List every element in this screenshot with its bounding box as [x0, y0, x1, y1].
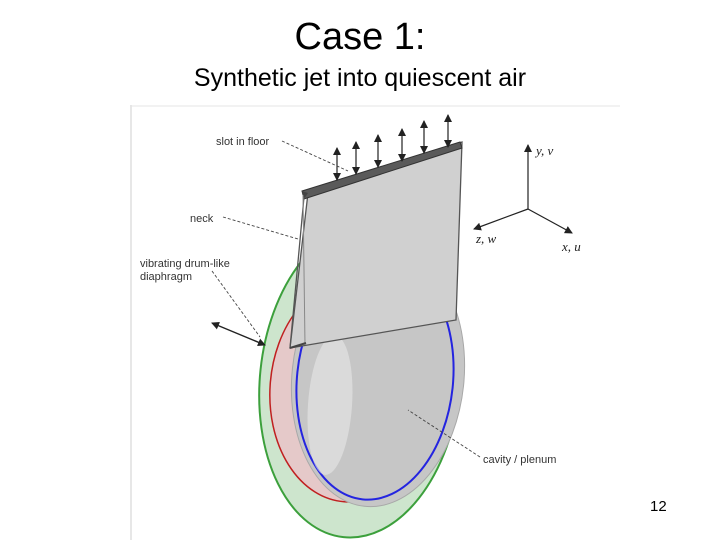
cavity-label: cavity / plenum — [483, 454, 556, 466]
page-number: 12 — [650, 498, 667, 515]
neck-leader-line — [222, 216, 299, 240]
slot-leader-line — [281, 140, 349, 172]
diaphragm-leader-line — [211, 270, 261, 338]
z-axis-label: z, w — [475, 231, 497, 246]
y-axis-label: y, v — [534, 143, 554, 158]
jet-arrows — [333, 114, 452, 181]
x-axis-arrow — [527, 208, 573, 234]
slide-title: Case 1: — [294, 16, 426, 58]
disc-highlight — [307, 335, 353, 475]
neck-left-inner-edge — [302, 194, 306, 346]
diaphragm-motion-arrow — [211, 321, 266, 347]
slide-subtitle: Synthetic jet into quiescent air — [193, 64, 527, 92]
diaphragm-label-line1: vibrating drum-like — [140, 258, 230, 270]
coordinate-axes — [473, 144, 573, 234]
synthetic-jet-diagram: slot in floor neck vibrating drum-like d… — [130, 105, 620, 540]
cavity-leader-line — [407, 409, 481, 458]
neck-bottom-edge — [289, 342, 307, 349]
neck-label: neck — [190, 213, 214, 225]
z-axis-arrow — [473, 208, 529, 231]
x-axis-label: x, u — [561, 239, 581, 254]
slot-label: slot in floor — [216, 136, 270, 148]
neck-left-edge — [289, 196, 305, 349]
diaphragm-label-line2: diaphragm — [140, 271, 192, 283]
